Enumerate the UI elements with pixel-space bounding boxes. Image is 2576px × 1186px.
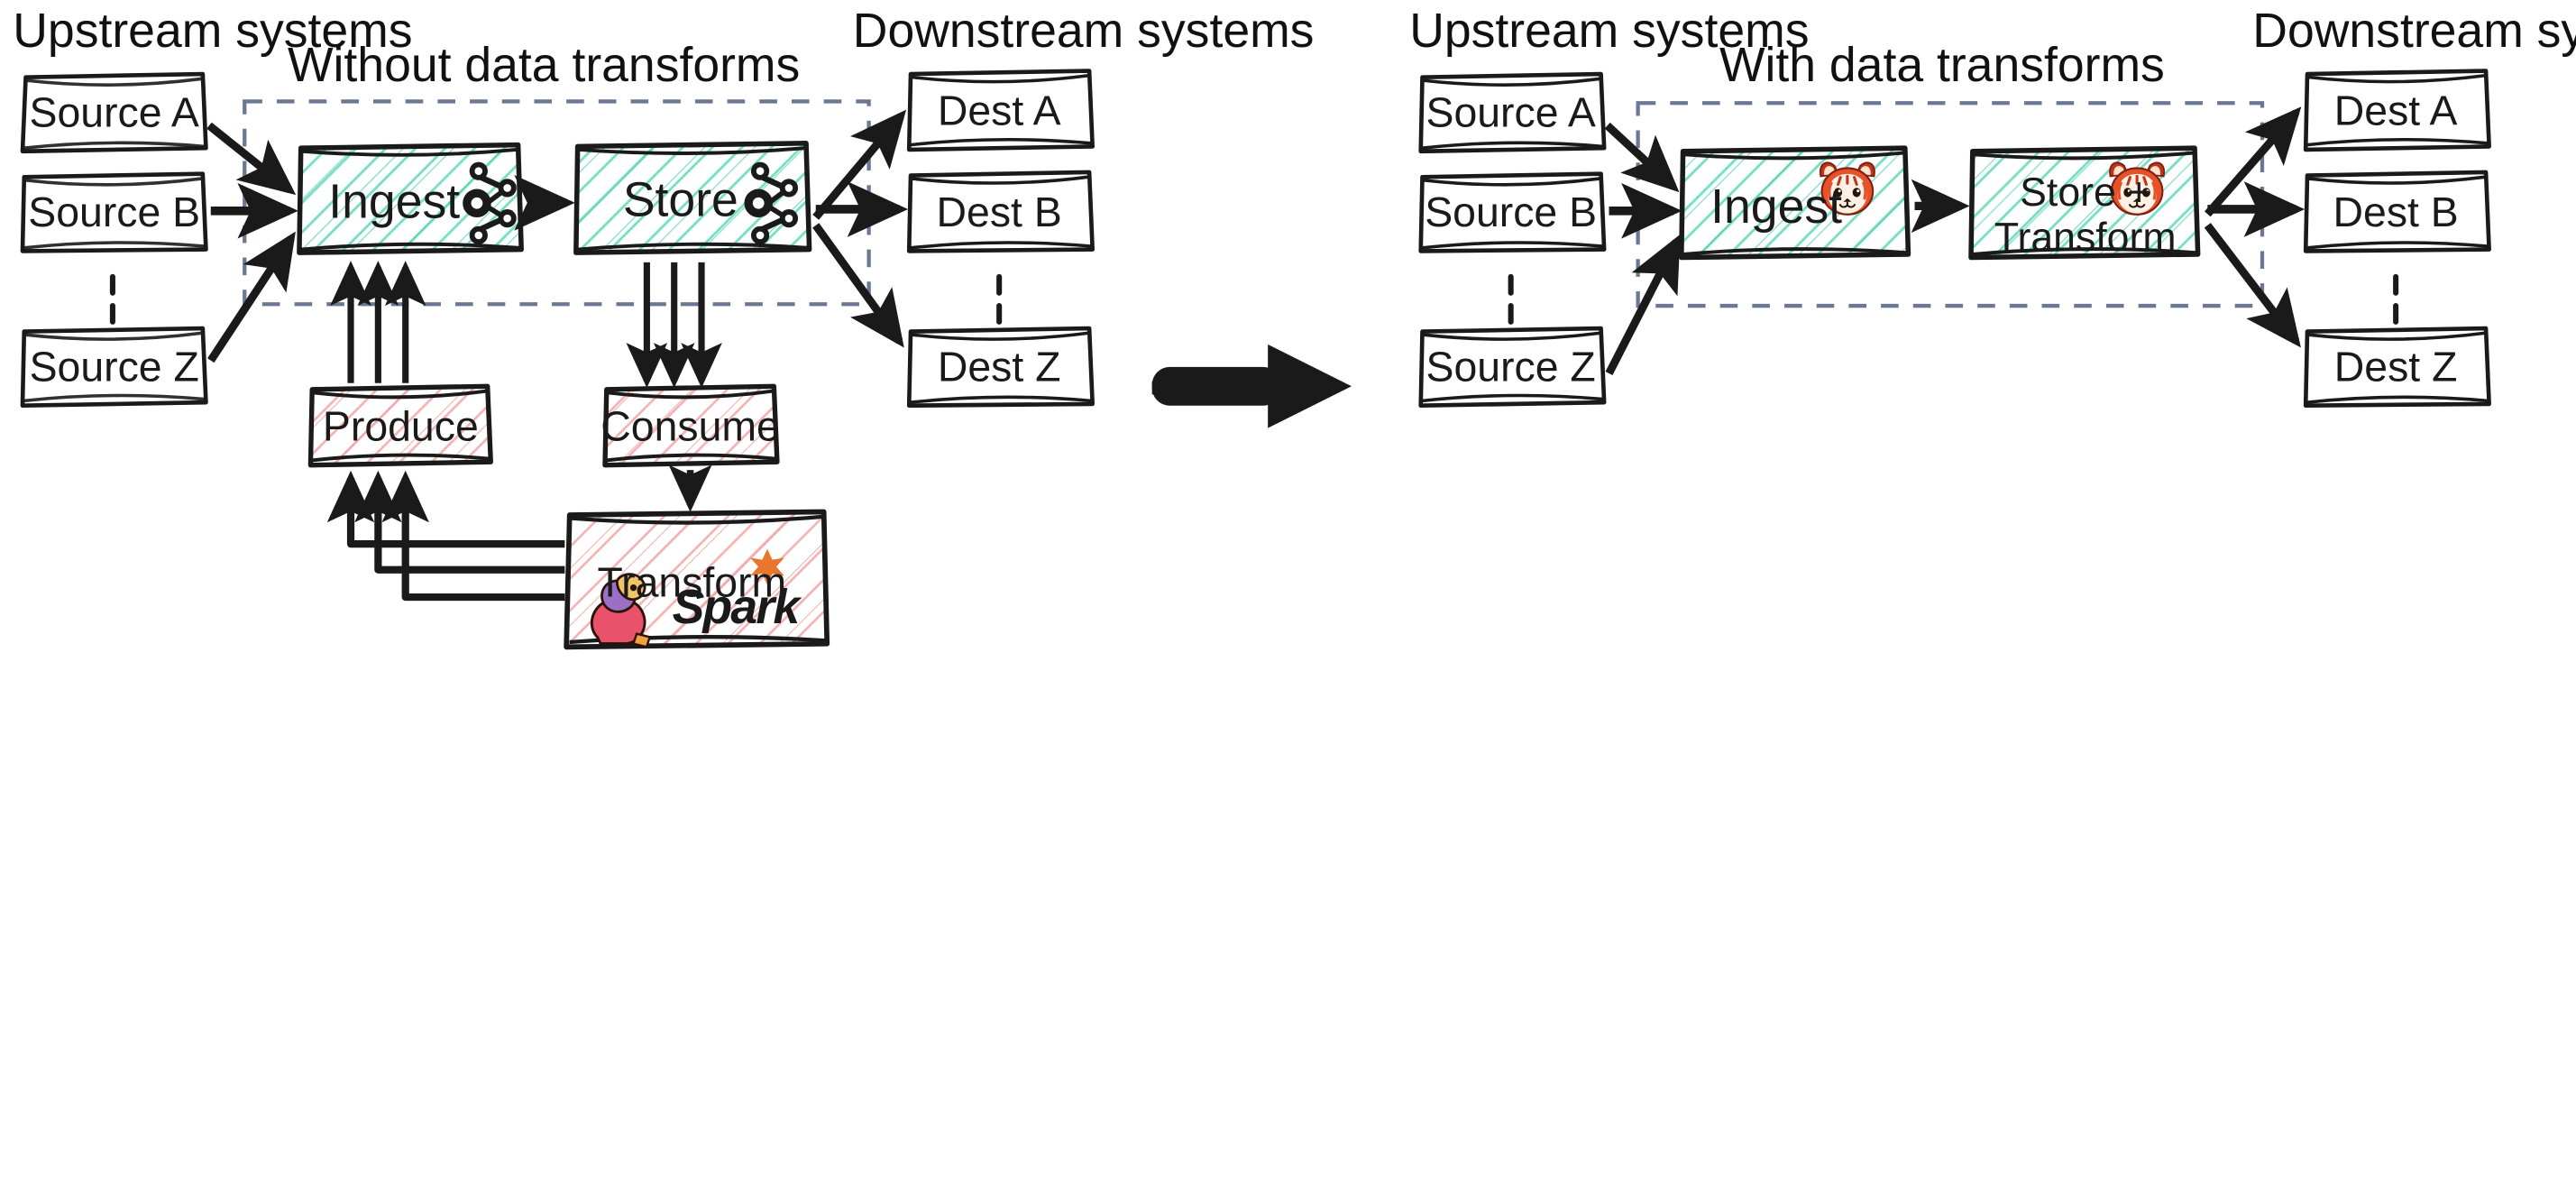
source-label-z-right: Source Z (1426, 342, 1596, 391)
node-label-ingest-right: Ingest (1710, 180, 1843, 234)
dest-label-a-right: Dest A (2333, 86, 2458, 135)
downstream-header-left: Downstream systems (852, 5, 1315, 59)
source-box-b-left (20, 171, 208, 253)
source-label-b-left: Source B (28, 188, 201, 236)
arrow-storetransform-destz-right (2204, 223, 2301, 348)
node-label-consume: Consume (600, 401, 780, 451)
arrow-store-desta-left (812, 109, 907, 220)
source-box-a-right (1418, 71, 1607, 154)
dest-box-a-right (2303, 69, 2491, 152)
arrow-storetransform-desta-right (2204, 106, 2302, 217)
source-box-z-left (20, 326, 208, 409)
node-consume (602, 383, 780, 468)
node-label-produce: Produce (322, 401, 479, 451)
dest-label-b-left: Dest B (936, 188, 1062, 236)
dest-box-a-left (906, 69, 1095, 152)
upstream-header-right: Upstream systems (1409, 5, 1810, 59)
source-box-b-right (1418, 171, 1607, 253)
panel-title-without: Without data transforms (288, 39, 801, 93)
downstream-header-right: Downstream systems (2252, 5, 2576, 59)
dest-box-z-right (2303, 326, 2491, 409)
dest-label-z-right: Dest Z (2333, 342, 2458, 391)
dest-label-b-right: Dest B (2333, 188, 2459, 236)
source-label-a-right: Source A (1426, 87, 1596, 137)
node-label-transform: Transform (597, 557, 787, 607)
panel-title-with: With data transforms (1719, 39, 2165, 93)
arrow-sourcea-ingest-right (1604, 122, 1680, 193)
node-label-store-left: Store (622, 174, 738, 228)
node-produce (307, 383, 493, 468)
arrow-sourcez-ingest-left (207, 231, 296, 363)
node-store-left (573, 141, 812, 255)
source-box-a-left (20, 71, 208, 154)
dest-box-b-left (906, 170, 1095, 253)
arrows-produce-ingest (330, 261, 426, 383)
transition-arrow (1151, 344, 1352, 428)
source-box-z-right (1418, 326, 1607, 409)
source-label-a-left: Source A (29, 87, 199, 137)
dest-box-b-right (2303, 170, 2491, 253)
dest-label-z-left: Dest Z (937, 342, 1061, 391)
node-label-store-transform-line1: Store + (2020, 170, 2151, 216)
dest-box-z-left (906, 326, 1095, 409)
node-ingest-left (297, 142, 524, 255)
node-label-store-transform-line2: Transform (1994, 215, 2177, 261)
spark-wordmark: Spark (672, 581, 801, 635)
dest-label-a-left: Dest A (937, 86, 1061, 135)
source-label-b-right: Source B (1425, 188, 1598, 236)
arrow-sourcea-ingest-left (206, 122, 297, 196)
source-label-z-left: Source Z (29, 342, 199, 391)
diagram-canvas: Upstream systems Downstream systems With… (13, 5, 2576, 650)
arrows-store-consume (626, 262, 722, 389)
arrow-sourcez-ingest-right (1605, 234, 1681, 376)
arrows-transform-produce (326, 470, 565, 602)
upstream-header-left: Upstream systems (13, 5, 413, 59)
arrow-store-destz-left (812, 223, 904, 348)
node-label-ingest-left: Ingest (328, 176, 461, 229)
